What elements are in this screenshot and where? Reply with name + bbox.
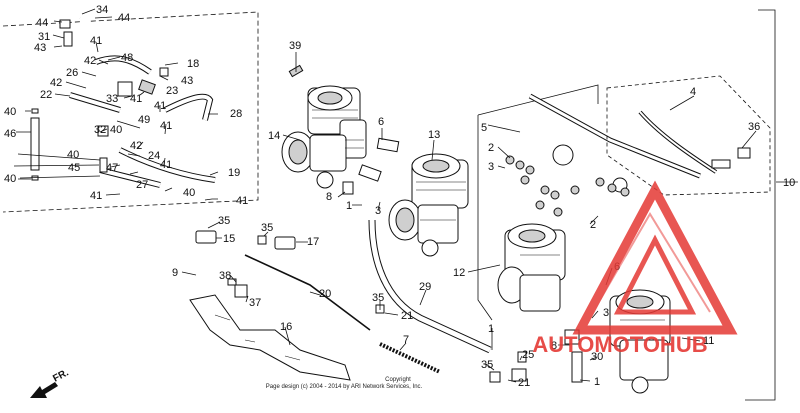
callout-1: 1 [594, 376, 600, 388]
carburetor-13 [388, 153, 469, 257]
callout-19: 19 [228, 167, 240, 179]
callout-4: 4 [690, 86, 696, 98]
copyright-line-2: Page design (c) 2004 - 2014 by ARI Netwo… [266, 384, 423, 390]
callout-47: 47 [106, 162, 118, 174]
callout-32: 32 [94, 124, 106, 136]
callout-33: 33 [106, 93, 118, 105]
callout-40: 40 [67, 149, 79, 161]
callout-9: 9 [172, 267, 178, 279]
callout-12: 12 [453, 267, 465, 279]
callout-2: 2 [488, 142, 494, 154]
callout-22: 22 [40, 89, 52, 101]
callout-8: 8 [551, 340, 557, 352]
callout-43: 43 [181, 75, 193, 87]
group-bracket-10 [745, 9, 776, 401]
callout-41: 41 [160, 159, 172, 171]
callout-26: 26 [66, 67, 78, 79]
callout-23: 23 [166, 85, 178, 97]
callout-35: 35 [261, 222, 273, 234]
callout-34: 34 [96, 4, 108, 16]
callout-44: 44 [36, 17, 48, 29]
callout-1: 1 [488, 323, 494, 335]
callout-29: 29 [419, 281, 431, 293]
carburetor-bank-12 [477, 84, 701, 394]
callout-48: 48 [121, 52, 133, 64]
callout-41: 41 [154, 100, 166, 112]
callout-3: 3 [603, 307, 609, 319]
callout-37: 37 [249, 297, 261, 309]
callout-40: 40 [4, 173, 16, 185]
front-direction-label: FR. [51, 367, 71, 384]
callout-10: 10 [783, 177, 795, 189]
callout-7: 7 [403, 334, 409, 346]
callout-38: 38 [219, 270, 231, 282]
callout-41: 41 [90, 190, 102, 202]
copyright-line-1: Copyright [385, 377, 411, 383]
callout-28: 28 [230, 108, 242, 120]
callout-42: 42 [50, 77, 62, 89]
callout-35: 35 [481, 359, 493, 371]
callout-30: 30 [591, 351, 603, 363]
callout-36: 36 [748, 121, 760, 133]
callout-21: 21 [518, 377, 530, 389]
callout-35: 35 [218, 215, 230, 227]
hose-kit-inset [2, 8, 259, 213]
lower-parts [189, 137, 583, 383]
callout-40: 40 [110, 124, 122, 136]
callout-5: 5 [481, 122, 487, 134]
callout-42: 42 [130, 140, 142, 152]
leader-lines [181, 52, 798, 383]
callout-21: 21 [401, 310, 413, 322]
callout-41: 41 [160, 120, 172, 132]
callout-6: 6 [378, 116, 384, 128]
hose-kit-callouts: 34 44 44 31 43 41 48 18 42 26 43 42 22 3… [4, 4, 248, 207]
callout-18: 18 [187, 58, 199, 70]
callout-45: 45 [68, 162, 80, 174]
callout-42: 42 [84, 55, 96, 67]
callout-25: 25 [522, 349, 534, 361]
callout-41: 41 [236, 195, 248, 207]
callout-27: 27 [136, 179, 148, 191]
callout-41: 41 [130, 93, 142, 105]
callout-40: 40 [4, 106, 16, 118]
callout-15: 15 [223, 233, 235, 245]
callout-24: 24 [148, 150, 160, 162]
callout-1: 1 [346, 200, 352, 212]
callout-3: 3 [375, 205, 381, 217]
carburetor-14 [281, 64, 367, 189]
callout-16: 16 [280, 321, 292, 333]
callout-8: 8 [326, 191, 332, 203]
callout-44: 44 [118, 12, 130, 24]
callout-3: 3 [488, 161, 494, 173]
callout-2: 2 [590, 219, 596, 231]
callout-14: 14 [268, 130, 280, 142]
callout-13: 13 [428, 129, 440, 141]
watermark-logo [572, 180, 738, 335]
small-parts-group [505, 155, 630, 217]
callout-43: 43 [34, 42, 46, 54]
callout-39: 39 [289, 40, 301, 52]
choke-cable-bracket-4 [606, 75, 771, 196]
callout-31: 31 [38, 31, 50, 43]
callout-20: 20 [319, 288, 331, 300]
callout-17: 17 [307, 236, 319, 248]
callout-41: 41 [90, 35, 102, 47]
callout-49: 49 [138, 114, 150, 126]
front-direction-indicator: FR. [30, 367, 71, 398]
callout-40: 40 [183, 187, 195, 199]
callout-35: 35 [372, 292, 384, 304]
callout-46: 46 [4, 128, 16, 140]
watermark-brand-text: AUTOMOTOHUB [532, 332, 707, 357]
main-callouts: 39 14 6 13 5 4 36 10 2 3 2 8 1 3 35 15 3… [172, 40, 795, 389]
callout-11: 11 [703, 335, 714, 347]
